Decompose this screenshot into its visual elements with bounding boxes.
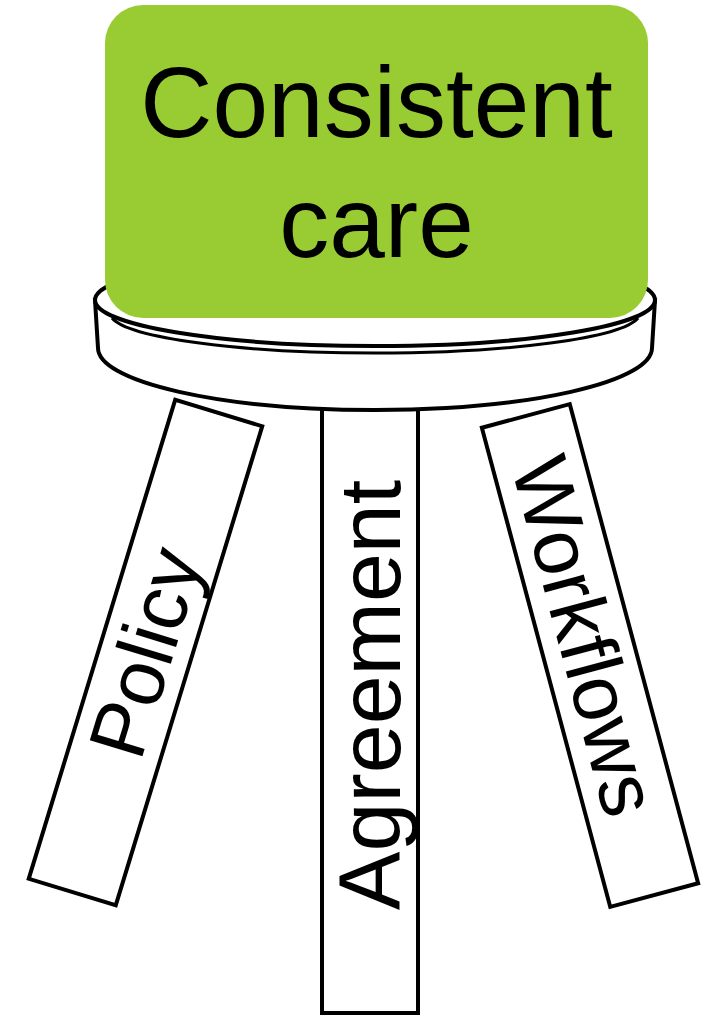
leg-box: Policy xyxy=(26,397,264,908)
leg-box: Agreement xyxy=(320,395,420,1015)
node-text: Workflows xyxy=(499,448,671,824)
node-text: Agreement xyxy=(326,480,414,910)
leg-box: Workflows xyxy=(479,401,700,909)
seat-inner-rim xyxy=(112,318,638,353)
seat-box: Consistent care xyxy=(105,5,648,318)
node-text: Policy xyxy=(76,538,215,765)
node-text: Consistent care xyxy=(125,42,628,282)
